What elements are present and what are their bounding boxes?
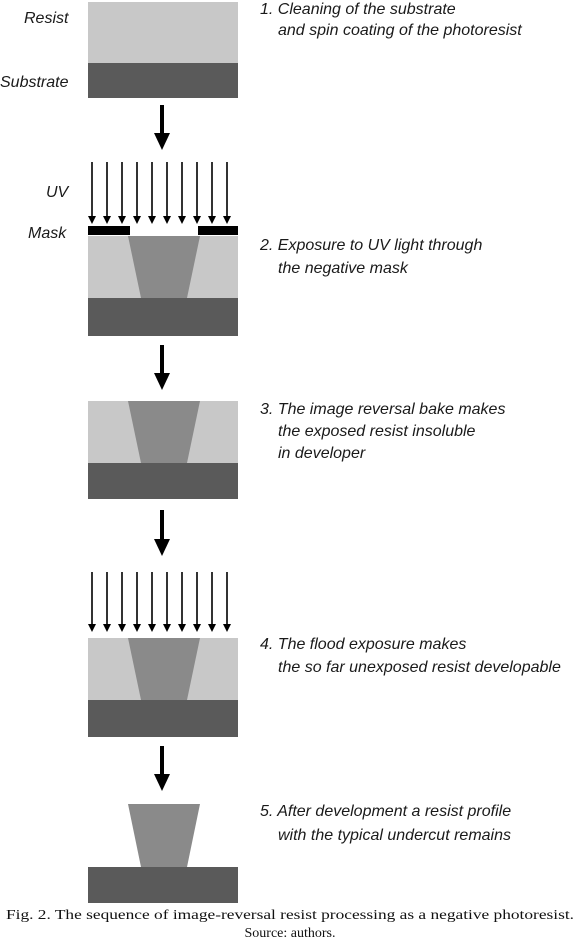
step-2-line-2: the negative mask — [278, 260, 409, 277]
substrate-layer — [88, 867, 238, 903]
resist-layer — [88, 2, 238, 63]
process-arrow-1 — [154, 105, 170, 150]
substrate-layer — [88, 298, 238, 336]
flood-exposure-rays — [88, 572, 231, 632]
resist-label: Resist — [24, 10, 69, 27]
substrate-layer — [88, 63, 238, 98]
resist-profile-undercut — [128, 804, 200, 867]
substrate-layer — [88, 700, 238, 737]
step-3-line-3: in developer — [278, 445, 366, 462]
process-arrow-3 — [154, 510, 170, 556]
substrate-label: Substrate — [0, 74, 69, 91]
process-arrow-4 — [154, 746, 170, 791]
exposed-resist-region — [128, 236, 200, 298]
step-5-line-2: with the typical undercut remains — [278, 827, 511, 844]
step-1-line-2: and spin coating of the photoresist — [278, 22, 522, 39]
step-2-cross-section — [88, 226, 238, 336]
figure-source: Source: authors. — [245, 926, 336, 941]
step-1-line-1: 1. Cleaning of the substrate — [260, 1, 456, 18]
step-2-line-1: 2. Exposure to UV light through — [259, 237, 482, 254]
step-4-line-2: the so far unexposed resist developable — [278, 659, 561, 676]
mask-left — [88, 226, 130, 235]
mask-label: Mask — [28, 225, 67, 242]
substrate-layer — [88, 463, 238, 499]
mask-right — [198, 226, 238, 235]
crosslinked-resist-region — [128, 638, 200, 700]
step-3-line-2: the exposed resist insoluble — [278, 423, 476, 440]
step-5-line-1: 5. After development a resist profile — [260, 803, 511, 820]
uv-label: UV — [46, 184, 70, 201]
process-arrow-2 — [154, 345, 170, 390]
step-1-cross-section — [88, 2, 238, 98]
crosslinked-resist-region — [128, 401, 200, 463]
step-3-cross-section — [88, 401, 238, 499]
step-5-cross-section — [88, 804, 238, 903]
step-3-line-1: 3. The image reversal bake makes — [260, 401, 505, 418]
step-4-line-1: 4. The flood exposure makes — [260, 636, 466, 653]
uv-rays-1 — [88, 162, 231, 224]
step-4-cross-section — [88, 638, 238, 737]
figure-caption: Fig. 2. The sequence of image-reversal r… — [6, 908, 574, 923]
